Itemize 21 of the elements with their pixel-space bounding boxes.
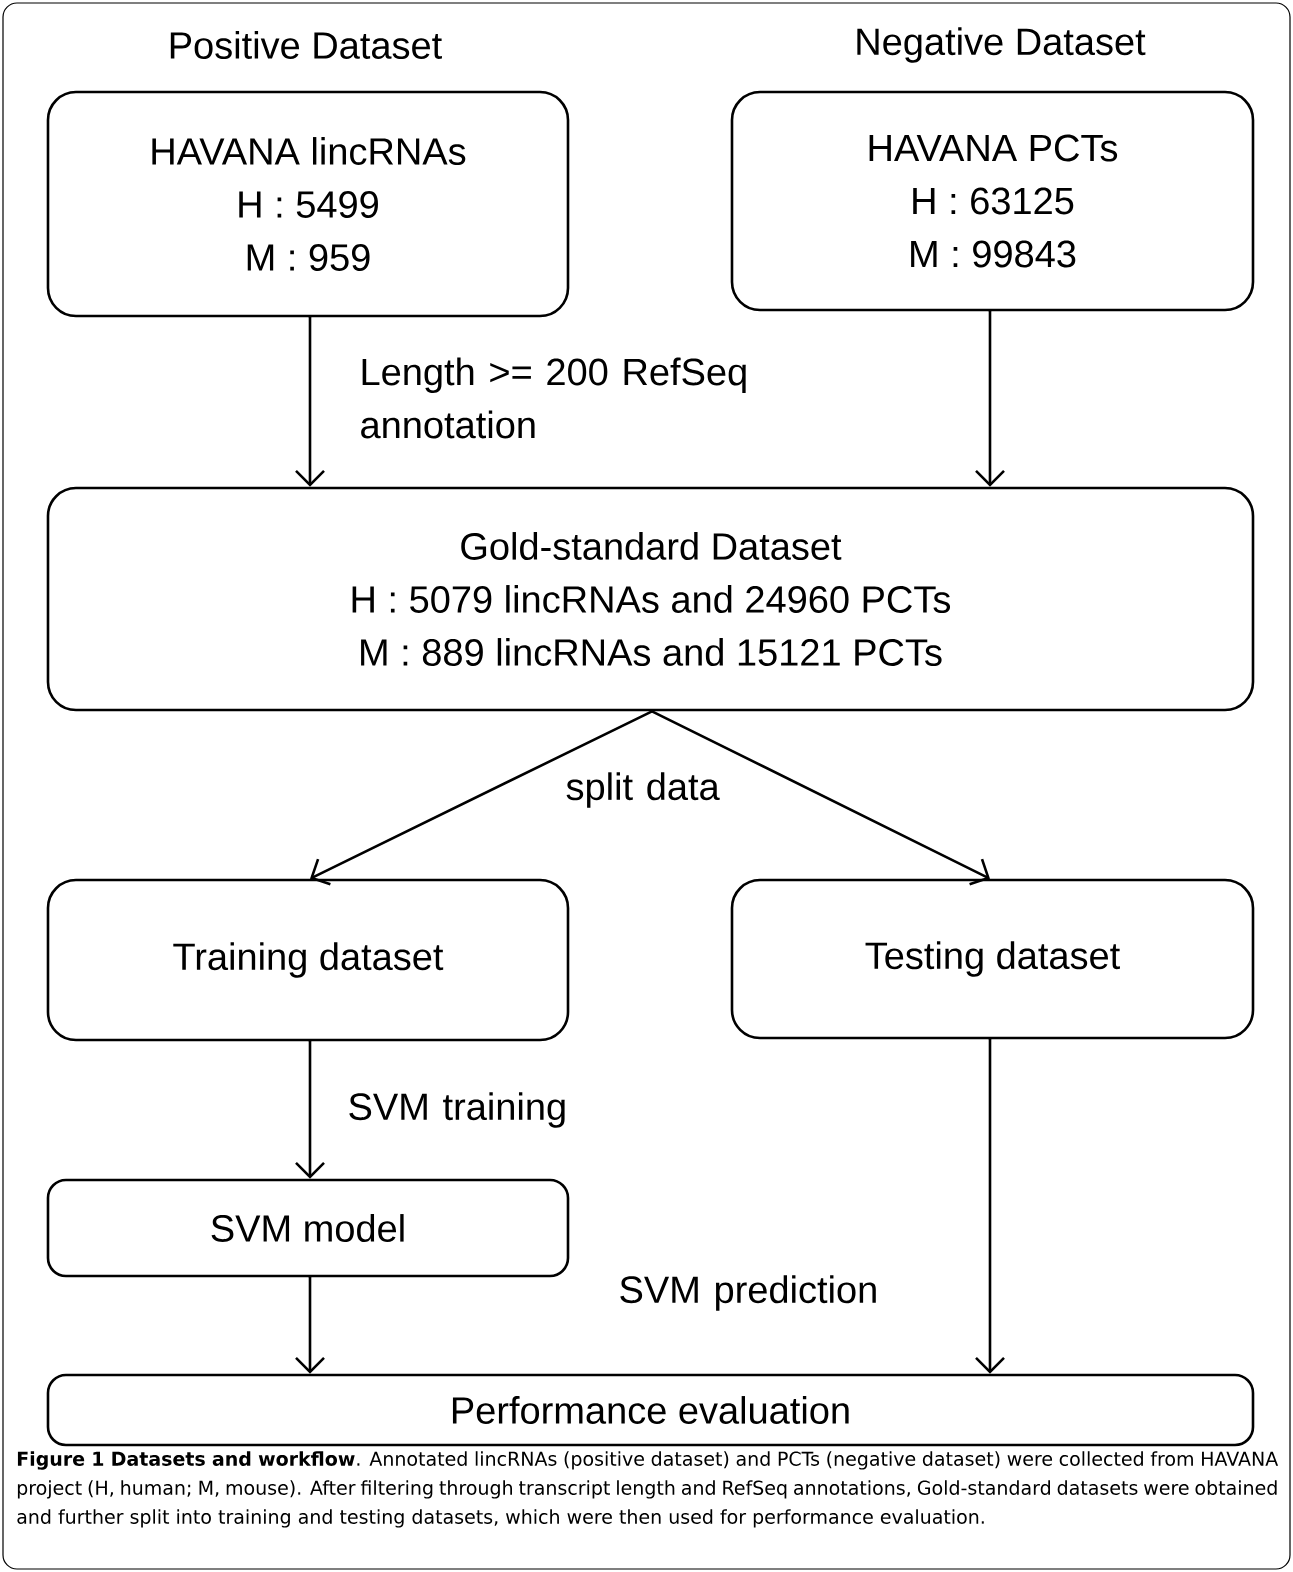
process-box: Testing dataset xyxy=(730,878,1255,1040)
process-box: Gold-standard Dataset H : 5079 lincRNAs and 24960 PCTs M : 889 lincRNAs and 15121 PCTs xyxy=(46,486,1255,712)
process-box: SVM model xyxy=(46,1178,570,1278)
arrow xyxy=(295,1276,325,1374)
arrow xyxy=(650,710,990,886)
edge-label: split data xyxy=(566,772,720,808)
process-box: Performance evaluation xyxy=(46,1373,1255,1447)
arrow xyxy=(310,710,654,886)
edge-label: SVM training xyxy=(349,1092,565,1128)
edge-label: SVM prediction xyxy=(620,1275,876,1311)
column-heading: Positive Dataset xyxy=(170,31,442,59)
arrow xyxy=(975,310,1005,487)
process-box: HAVANA lincRNAs H : 5499 M : 959 xyxy=(46,90,570,318)
process-box: HAVANA PCTs H : 63125 M : 99843 xyxy=(730,90,1255,312)
column-heading: Negative Dataset xyxy=(857,27,1146,63)
caption: Figure 1 Datasets and workflow. Annotated lincRNAs (positive dataset) and PCTs (negative dataset) were collected from HAVANA project (H, human; M, mouse). After filtering through transcript length and RefSeq annotations, Gold-standard datasets were obtained and further split into training and testing datasets, which were then used for performance evaluation. xyxy=(17,1451,1279,1528)
process-box: Training dataset xyxy=(46,878,570,1042)
arrow xyxy=(295,316,325,487)
arrow xyxy=(975,1038,1005,1374)
arrow xyxy=(295,1040,325,1179)
edge-label: Length >= 200 RefSeq annotation xyxy=(361,357,746,439)
